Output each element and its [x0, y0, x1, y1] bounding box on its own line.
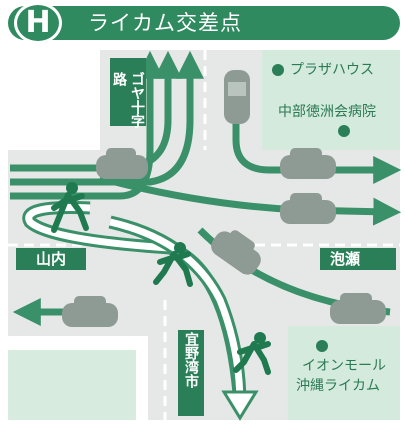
- sign-north: [110, 58, 146, 126]
- sign-west-label: 山内: [36, 250, 67, 268]
- car-west: [62, 296, 118, 327]
- block-northwest: [8, 50, 100, 150]
- header: H ライカム交差点: [0, 0, 405, 46]
- plaza-house-dot: [272, 64, 284, 76]
- sign-north-label: ゴヤ十字路: [111, 72, 145, 128]
- block-southeast: [288, 326, 400, 420]
- car-top-vertical: [224, 70, 250, 124]
- landmark-aeon-line2: 沖縄ライカム: [296, 378, 380, 394]
- landmark-plaza-house: プラザハウス: [290, 62, 374, 78]
- car-southeast: [330, 293, 386, 324]
- car-north-lane: [96, 148, 148, 179]
- route-east-1: [232, 118, 402, 184]
- sign-east: [320, 248, 396, 270]
- hospital-dot: [338, 125, 350, 137]
- pedestrian-3: [233, 332, 271, 375]
- car-east-upper: [280, 148, 336, 179]
- route-north-2: [10, 50, 204, 186]
- route-north-3: [10, 50, 164, 200]
- landmark-hospital: 中部徳洲会病院: [278, 104, 376, 120]
- header-badge: [14, 2, 62, 44]
- sign-east-label: 泡瀬: [330, 250, 361, 268]
- car-east-lower: [280, 193, 336, 224]
- sign-west: [16, 248, 86, 270]
- block-southwest-inner: [8, 350, 136, 420]
- aeon-dot: [316, 340, 328, 352]
- landmark-aeon-line1: イオンモール: [302, 358, 386, 374]
- pedestrian-1: [51, 182, 89, 233]
- pedestrian-arrowhead: [221, 390, 259, 421]
- sign-south: [178, 330, 204, 416]
- block-northeast: [262, 50, 400, 150]
- pedestrian-2: [153, 242, 193, 287]
- header-bar: [8, 6, 400, 40]
- car-center: [211, 230, 261, 275]
- header-badge-letter: H: [25, 5, 51, 40]
- sign-south-label: 宜野湾市: [183, 332, 199, 388]
- header-title: ライカム交差点: [88, 11, 242, 35]
